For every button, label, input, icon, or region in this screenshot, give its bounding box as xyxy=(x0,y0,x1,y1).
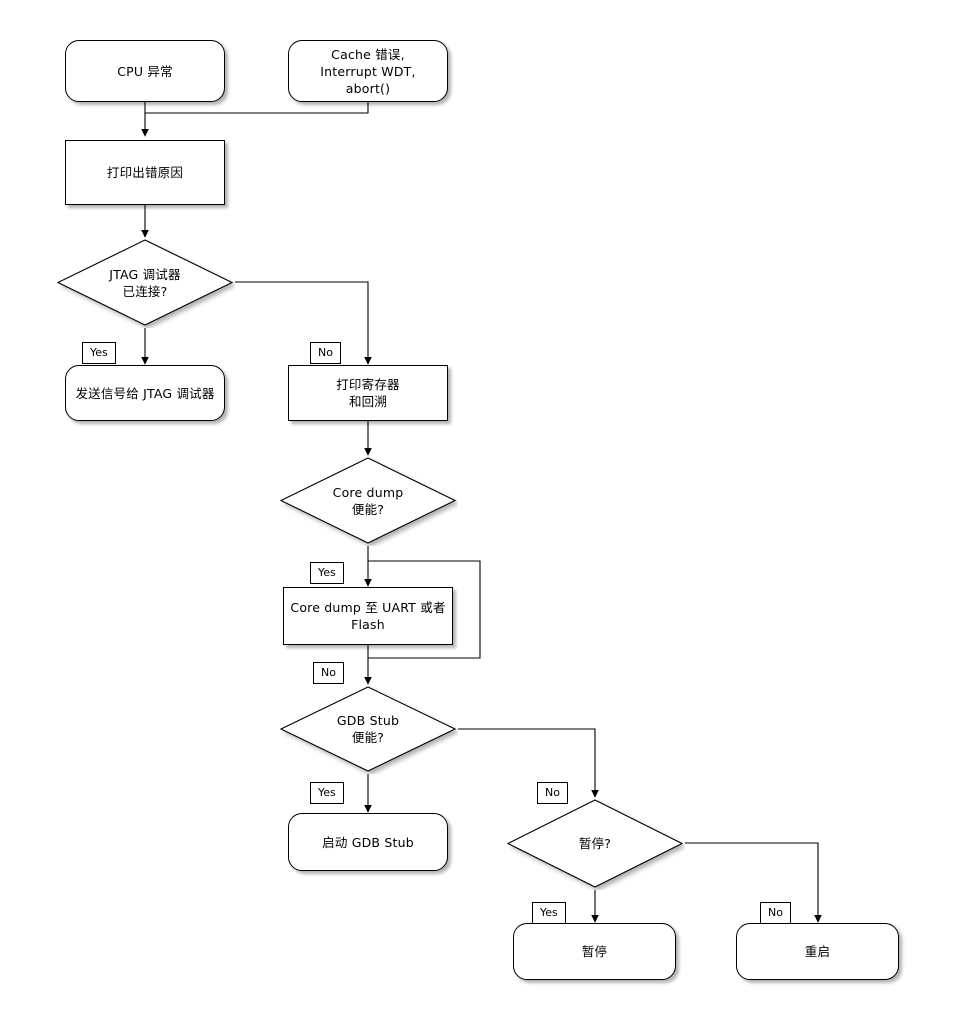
node-label: JTAG 调试器 已连接? xyxy=(109,266,181,299)
edge-label-halt-no: No xyxy=(760,902,791,924)
node-signal-jtag[interactable]: 发送信号给 JTAG 调试器 xyxy=(65,365,225,421)
edge-coredump-no xyxy=(368,560,481,659)
node-label: 暂停? xyxy=(578,836,612,851)
diamond-shape xyxy=(56,239,234,326)
node-gdbstub-enabled[interactable]: GDB Stub 便能? xyxy=(278,684,458,774)
diamond-shape xyxy=(279,457,457,544)
node-label: 打印寄存器 和回溯 xyxy=(336,377,400,409)
node-halt[interactable]: 暂停 xyxy=(513,923,676,980)
node-coredump-enabled[interactable]: Core dump 便能? xyxy=(278,455,458,546)
node-label: 重启 xyxy=(804,944,831,959)
node-label: CPU 异常 xyxy=(117,63,173,79)
node-cache-errors[interactable]: Cache 错误, Interrupt WDT, abort() xyxy=(288,40,448,102)
node-label: Cache 错误, Interrupt WDT, abort() xyxy=(320,46,416,96)
node-coredump-write[interactable]: Core dump 至 UART 或者 Flash xyxy=(283,587,453,645)
node-label: Core dump 至 UART 或者 Flash xyxy=(290,600,446,632)
edge-jtag-no xyxy=(235,281,372,365)
edge-label-gdbstub-yes: Yes xyxy=(310,782,344,804)
node-print-registers[interactable]: 打印寄存器 和回溯 xyxy=(288,365,448,421)
edge-label-coredump-no: No xyxy=(313,662,344,684)
node-reboot[interactable]: 重启 xyxy=(736,923,899,980)
node-label: GDB Stub 便能? xyxy=(336,713,400,745)
edge-label-halt-yes: Yes xyxy=(532,902,566,924)
node-label: 暂停 xyxy=(581,944,608,959)
edge-gdbstub-no xyxy=(458,728,599,798)
diamond-shape xyxy=(506,799,684,888)
node-jtag-connected[interactable]: JTAG 调试器 已连接? xyxy=(55,237,235,328)
edge-label-coredump-yes: Yes xyxy=(310,562,344,584)
edge-halt-no xyxy=(685,842,822,923)
diamond-shape xyxy=(279,686,457,772)
node-print-reason[interactable]: 打印出错原因 xyxy=(65,140,225,205)
edge-cache-to-print xyxy=(145,102,369,114)
node-label: 打印出错原因 xyxy=(106,165,184,180)
node-halt-decision[interactable]: 暂停? xyxy=(505,797,685,890)
edge-label-gdbstub-no: No xyxy=(537,782,568,804)
node-label: Core dump 便能? xyxy=(332,484,404,517)
node-start-gdbstub[interactable]: 启动 GDB Stub xyxy=(288,813,448,871)
edge-label-jtag-yes: Yes xyxy=(82,342,116,364)
node-cpu-exception[interactable]: CPU 异常 xyxy=(65,40,225,102)
edge-label-jtag-no: No xyxy=(310,342,341,364)
node-label: 启动 GDB Stub xyxy=(322,834,414,850)
node-label: 发送信号给 JTAG 调试器 xyxy=(75,385,215,401)
